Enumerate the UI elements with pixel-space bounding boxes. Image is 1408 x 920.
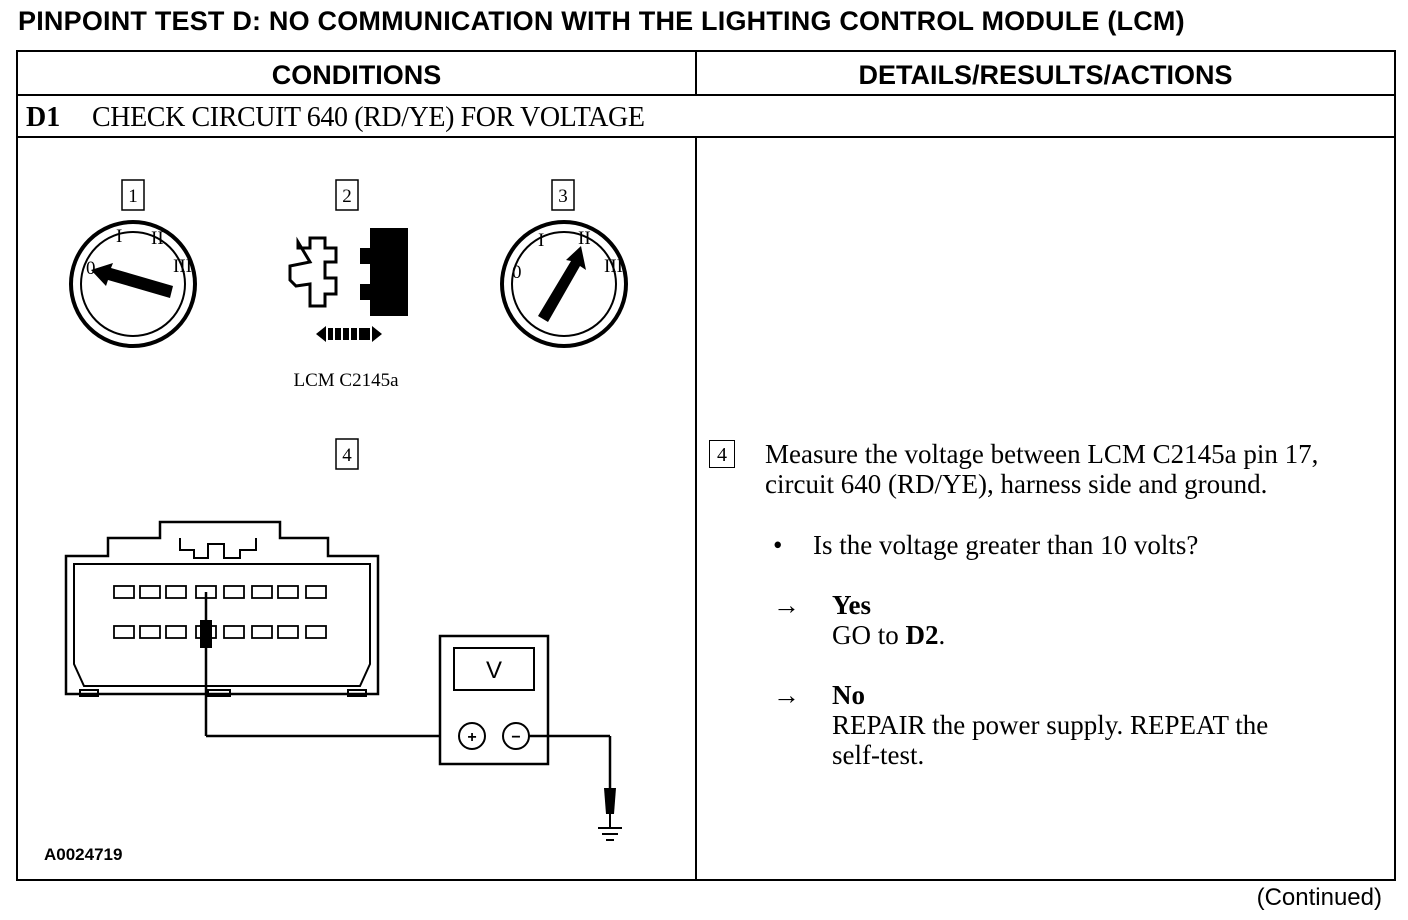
ignition-switch-run-icon: 0 I II III bbox=[500, 220, 628, 348]
question: Is the voltage greater than 10 volts? bbox=[813, 530, 1199, 560]
no-action-line-1: REPAIR the power supply. REPEAT the bbox=[832, 710, 1269, 740]
details-header: DETAILS/RESULTS/ACTIONS bbox=[858, 60, 1233, 90]
column-divider-body bbox=[695, 138, 697, 879]
no-action-line-2: self-test. bbox=[832, 740, 925, 770]
figure-id: A0024719 bbox=[44, 845, 122, 864]
meter-plus-terminal: + bbox=[467, 729, 476, 746]
details-panel: 4 Measure the voltage between LCM C2145a… bbox=[697, 138, 1394, 879]
svg-text:0: 0 bbox=[86, 258, 96, 279]
meter-minus-terminal: − bbox=[511, 729, 520, 746]
callout-3: 3 bbox=[558, 186, 568, 207]
yes-action: GO to D2. bbox=[832, 620, 946, 650]
svg-text:I: I bbox=[116, 226, 122, 247]
meter-display: V bbox=[486, 657, 502, 684]
bullet: • bbox=[773, 530, 783, 560]
instruction-line-2: circuit 640 (RD/YE), harness side and gr… bbox=[765, 469, 1268, 499]
yes-label: Yes bbox=[832, 590, 871, 620]
step-title: CHECK CIRCUIT 640 (RD/YE) FOR VOLTAGE bbox=[92, 102, 645, 133]
ignition-switch-off-icon: 0 I II III bbox=[69, 220, 197, 348]
svg-text:I: I bbox=[538, 230, 544, 251]
column-divider bbox=[695, 52, 697, 96]
step-row: D1 CHECK CIRCUIT 640 (RD/YE) FOR VOLTAGE bbox=[18, 96, 1394, 138]
svg-text:III: III bbox=[173, 256, 192, 277]
connector-label: LCM C2145a bbox=[293, 370, 399, 391]
svg-text:0: 0 bbox=[512, 262, 522, 283]
instruction-line-1: Measure the voltage between LCM C2145a p… bbox=[765, 439, 1319, 469]
voltmeter-icon: V + − bbox=[438, 634, 550, 766]
no-arrow: → bbox=[773, 680, 800, 710]
pinpoint-test-table: CONDITIONS DETAILS/RESULTS/ACTIONS D1 CH… bbox=[16, 50, 1396, 881]
continued-note: (Continued) bbox=[1256, 884, 1382, 911]
yes-target-step: D2 bbox=[905, 620, 939, 650]
callout-1: 1 bbox=[128, 186, 138, 207]
wiring-illustration: 1 0 I II III 2 bbox=[44, 179, 628, 864]
harness-connector-icon bbox=[64, 520, 380, 697]
details-callout: 4 bbox=[709, 440, 735, 468]
svg-text:II: II bbox=[151, 228, 164, 249]
page-title: PINPOINT TEST D: NO COMMUNICATION WITH T… bbox=[18, 6, 1185, 36]
conditions-illustration: 1 0 I II III 2 bbox=[18, 138, 695, 879]
svg-text:II: II bbox=[578, 228, 591, 249]
yes-arrow: → bbox=[773, 590, 800, 620]
conditions-header: CONDITIONS bbox=[271, 60, 442, 90]
callout-2: 2 bbox=[342, 186, 352, 207]
callout-4: 4 bbox=[342, 445, 352, 466]
svg-text:III: III bbox=[604, 256, 623, 277]
no-label: No bbox=[832, 680, 865, 710]
table-header-row: CONDITIONS DETAILS/RESULTS/ACTIONS bbox=[18, 52, 1394, 96]
step-id: D1 bbox=[26, 102, 61, 133]
test-lead bbox=[200, 592, 458, 738]
connector-disconnect-icon bbox=[288, 228, 408, 342]
ground-icon bbox=[529, 734, 622, 841]
